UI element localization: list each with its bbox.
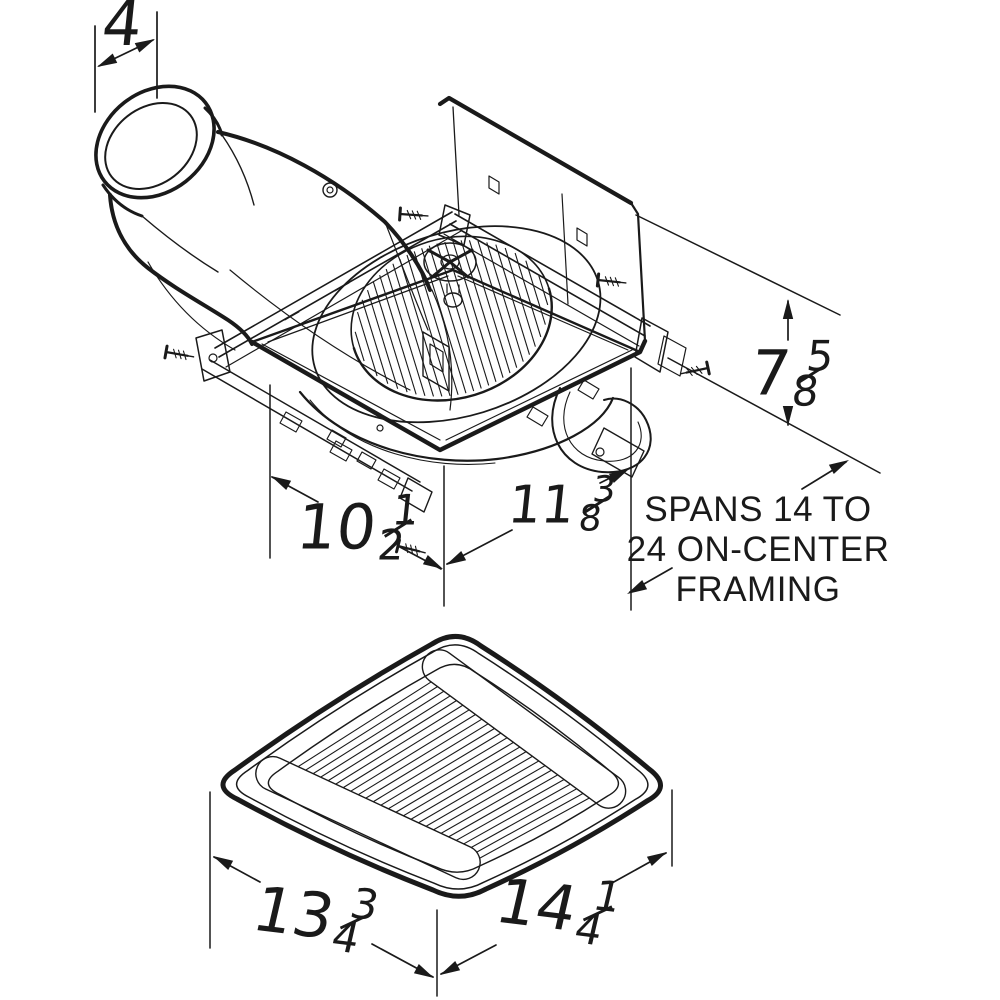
framing-note-line2: 24 ON-CENTER [626, 530, 890, 569]
hanger-bracket [399, 477, 433, 513]
grille-slot-lower [255, 755, 481, 881]
arrowhead [608, 469, 629, 483]
arrowhead [828, 460, 849, 474]
housing-box [437, 95, 647, 343]
housing-knockout [576, 227, 588, 247]
framing-note-line1: SPANS 14 TO [644, 490, 872, 529]
dim-whole: 13 [246, 872, 342, 954]
housing-rim [249, 268, 648, 470]
dim-housing-length-label: 11 3 8 [505, 469, 618, 539]
hanger-tab [377, 468, 401, 490]
screw-icon [677, 360, 711, 382]
dim-housing-width-label: 10 1 2 [293, 486, 422, 570]
dim-whole: 7 [746, 337, 795, 410]
arrowhead [782, 299, 794, 319]
grille-drawing [223, 636, 661, 896]
motor-bracket [422, 331, 450, 392]
fan-housing-drawing [94, 84, 711, 561]
rail-bracket [195, 329, 231, 382]
scroll-lip [298, 390, 615, 462]
blower-assembly [298, 225, 615, 465]
rail-corner-plate [438, 204, 471, 246]
duct-transition [108, 130, 453, 411]
grommet [322, 182, 338, 198]
mounting-hanger-front-left [201, 359, 433, 513]
dim-value: 4 [98, 0, 146, 60]
dimension-housing-width [269, 384, 445, 607]
arrowhead [97, 53, 118, 67]
arrowhead [627, 580, 648, 594]
framing-note: SPANS 14 TO 24 ON-CENTER FRAMING [608, 490, 908, 610]
screw-icon [163, 344, 197, 365]
dim-grille-width-label: 13 3 4 [246, 872, 383, 963]
dimension-housing-length [446, 367, 632, 611]
rail-bracket [657, 335, 687, 377]
dim-whole: 11 [505, 475, 578, 535]
arrowhead [446, 551, 467, 565]
framing-note-leaders [627, 460, 849, 594]
arrowhead [213, 856, 234, 870]
rim-tab [356, 451, 377, 470]
arrowhead [134, 39, 155, 53]
screw-icon [595, 272, 628, 291]
dim-whole: 14 [489, 864, 585, 946]
dim-grille-length-label: 14 1 4 [489, 864, 626, 955]
motor-hub [423, 242, 477, 308]
rim-tab [577, 379, 600, 400]
screw-icon [398, 206, 430, 224]
dimension-grille-length [440, 789, 673, 975]
blower-ribs [354, 240, 549, 397]
arrowhead [646, 852, 667, 866]
rim-tab [326, 429, 347, 448]
mounting-rail-back-right [438, 204, 687, 377]
rail-bracket [634, 317, 669, 373]
dim-duct-diameter-label: 4 [98, 0, 146, 60]
framing-note-line3: FRAMING [675, 570, 841, 609]
rim-tab [526, 406, 549, 427]
dim-whole: 10 [293, 491, 380, 564]
dimension-grille-width [209, 791, 438, 997]
arrowhead [413, 964, 434, 978]
duct-collar [94, 84, 255, 273]
hanger-tab [279, 411, 303, 433]
dim-housing-height-label: 7 5 8 [746, 332, 836, 416]
housing-knockout [488, 175, 500, 195]
dimension-housing-height [635, 214, 881, 474]
arrowhead [422, 555, 443, 569]
arrowhead [271, 476, 292, 490]
dimension-duct-diameter [94, 11, 158, 113]
arrowhead [440, 961, 461, 975]
arrowhead [782, 406, 794, 426]
hanger-tab [329, 440, 353, 462]
